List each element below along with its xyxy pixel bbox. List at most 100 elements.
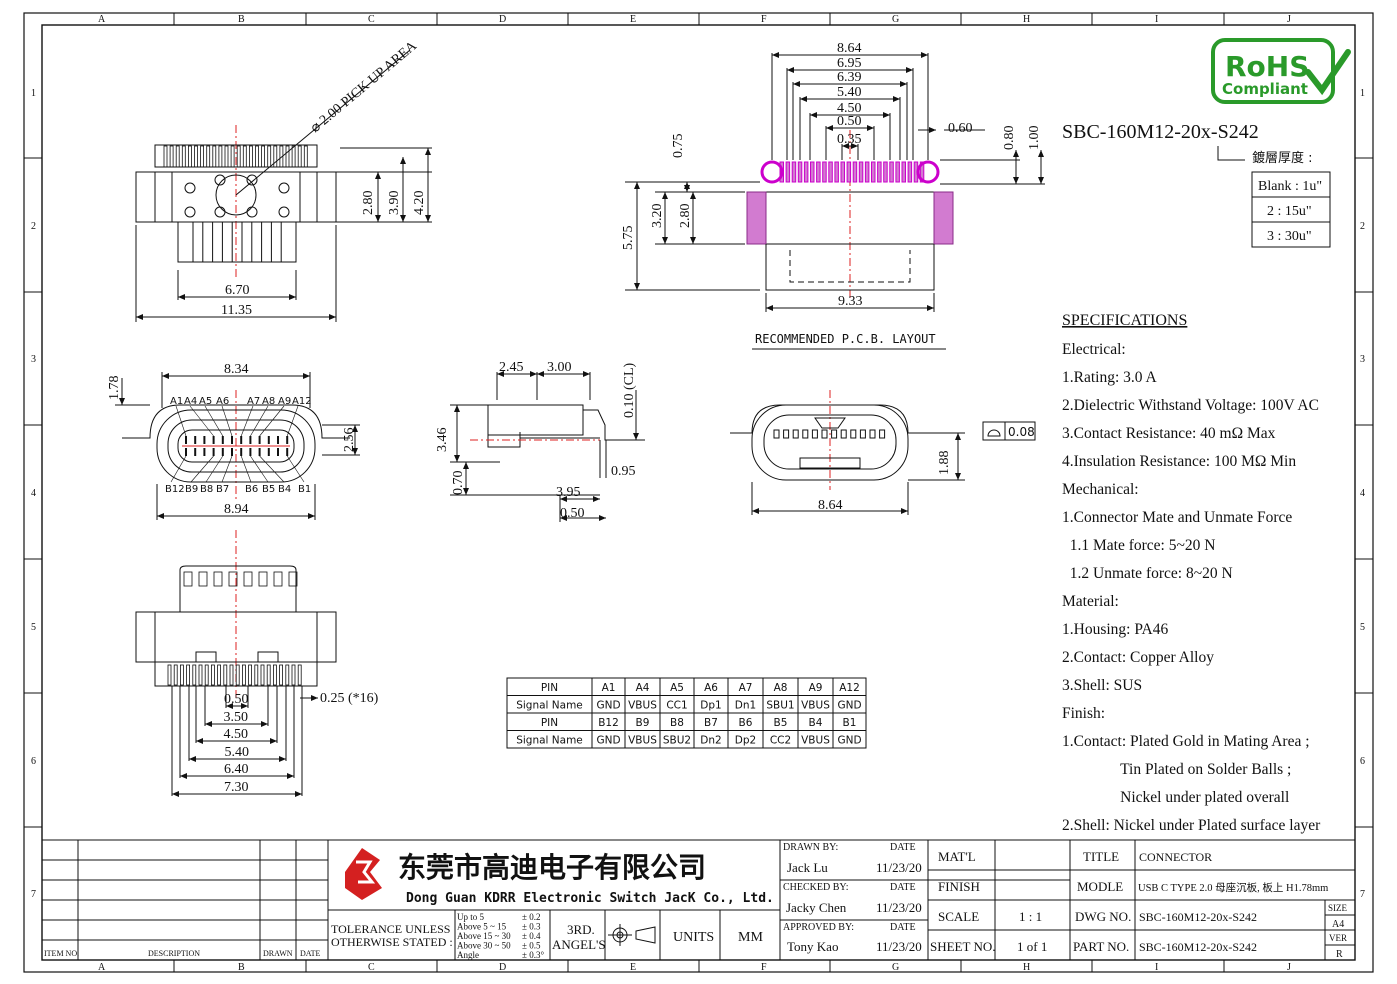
- pcb-pad: [834, 161, 839, 183]
- title-block: [42, 839, 1355, 960]
- contact-tab: [224, 145, 229, 168]
- spec-line: 2.Dielectric Withstand Voltage: 100V AC: [1062, 397, 1319, 414]
- pcb-layout-view: [625, 52, 1045, 350]
- sheet-value: 1 of 1: [1017, 939, 1047, 954]
- finish-label: FINISH: [938, 879, 980, 894]
- end-pin: [783, 429, 790, 439]
- part-value: SBC-160M12-20x-S242: [1139, 940, 1257, 954]
- projection-symbol: [608, 924, 656, 946]
- pin-table-cell: Dp1: [700, 700, 721, 712]
- contact-tab: [173, 664, 178, 686]
- drawn-by: Jack Lu: [787, 860, 828, 875]
- tolerance-label: TOLERANCE UNLESS: [331, 922, 450, 936]
- angle-label: 3RD.: [567, 922, 595, 937]
- tolerance-range: Up to 5: [457, 912, 485, 922]
- pcb-pad: [846, 161, 852, 183]
- specs-heading: SPECIFICATIONS: [1062, 312, 1187, 329]
- contact-tab: [200, 145, 205, 168]
- end-pin: [840, 429, 847, 439]
- end-pin: [869, 429, 876, 439]
- frame-row-label: 7: [1360, 889, 1365, 900]
- pin-label-bottom: B5: [262, 484, 275, 495]
- top-contact: [183, 571, 193, 587]
- pin-table-cell: GND: [837, 700, 861, 712]
- pin-table-cell: B1: [843, 717, 857, 729]
- contact-tab: [242, 145, 247, 168]
- frame-row-label: 2: [1360, 221, 1365, 232]
- pin-label-bottom: B6: [245, 484, 258, 495]
- pin-label-top: A4: [184, 396, 197, 407]
- contact-tab: [187, 145, 192, 168]
- ver-label: VER: [1329, 933, 1347, 943]
- contact-tab: [167, 664, 172, 686]
- dim-2-80-b: 2.80: [678, 204, 693, 229]
- end-pin: [773, 429, 780, 439]
- dim-5-75: 5.75: [621, 226, 636, 251]
- end-view: [730, 390, 1036, 515]
- contact-tab: [223, 664, 228, 686]
- pin-table-cell: B7: [704, 717, 718, 729]
- company-name-cn: 东莞市高迪电子有限公司: [398, 851, 706, 884]
- frame-row-label: 5: [1360, 622, 1365, 633]
- pin-table-cell: B9: [636, 717, 650, 729]
- frame-row-label: 6: [1360, 756, 1365, 767]
- dim-3-90: 3.90: [387, 191, 402, 216]
- pcb-pad: [919, 161, 925, 183]
- pickup-area-label: ⌀ 2.00 PICK UP AREA: [308, 38, 421, 136]
- angle-label-2: ANGEL'S: [552, 937, 606, 952]
- top-contact: [198, 571, 208, 587]
- dim-6-70: 6.70: [225, 283, 250, 298]
- size-value: A4: [1332, 919, 1344, 930]
- pcb-pad: [828, 161, 833, 183]
- dim-1-88: 1.88: [937, 451, 952, 476]
- matl-label: MAT'L: [938, 849, 976, 864]
- contact-tab: [236, 145, 241, 168]
- plating-option: Blank : 1u": [1258, 179, 1322, 194]
- bottom-width-dim: 3.50: [224, 710, 249, 725]
- contact-tab: [241, 664, 246, 686]
- frame-row-label: 4: [31, 488, 36, 499]
- date-label: DATE: [890, 922, 916, 933]
- pcb-pad: [877, 161, 882, 183]
- size-label: SIZE: [1328, 903, 1348, 913]
- pin-table-cell: Signal Name: [516, 735, 583, 747]
- frame-col-label: B: [238, 962, 245, 973]
- pcb-pad: [840, 161, 845, 183]
- dwg-value: SBC-160M12-20x-S242: [1139, 910, 1257, 924]
- pcb-pad: [864, 161, 870, 183]
- svg-text:Compliant: Compliant: [1222, 80, 1308, 98]
- contact-tab: [229, 664, 234, 686]
- contact-tab: [206, 145, 211, 168]
- end-pin: [879, 429, 886, 439]
- contact-tab: [272, 664, 277, 686]
- tolerance-range: Above 30 ~ 50: [457, 941, 511, 951]
- pin-table-cell: VBUS: [628, 700, 657, 712]
- frame-col-label: F: [761, 14, 767, 25]
- pcb-pad: [785, 161, 791, 183]
- frame-col-label: C: [368, 962, 375, 973]
- pin-table-cell: CC1: [666, 700, 687, 712]
- contact-tab: [291, 145, 296, 168]
- plating-option: 2 : 15u": [1267, 204, 1312, 219]
- pin-table-cell: CC2: [770, 735, 791, 747]
- dim-8-64-end: 8.64: [818, 498, 843, 513]
- end-pin: [850, 429, 857, 439]
- spec-line: 1.Rating: 3.0 A: [1062, 369, 1158, 386]
- dim-1-00: 1.00: [1027, 126, 1042, 151]
- rev-header: ITEM NO.: [44, 949, 79, 958]
- contact-tab: [218, 145, 223, 168]
- units-value: MM: [738, 930, 763, 945]
- dim-0-80: 0.80: [1002, 126, 1017, 151]
- tolerance-range: Above 5 ~ 15: [457, 922, 507, 932]
- sheet-label: SHEET NO.: [930, 939, 995, 954]
- dim-8-94: 8.94: [224, 502, 249, 517]
- frame-row-label: 3: [1360, 354, 1365, 365]
- dim-0-95: 0.95: [611, 464, 636, 479]
- svg-text:RoHS: RoHS: [1225, 50, 1309, 83]
- pcb-pad: [803, 161, 809, 183]
- pin-table-cell: A8: [774, 682, 788, 694]
- model-label: MODLE: [1077, 879, 1123, 894]
- dim-2-80: 2.80: [361, 191, 376, 216]
- scale-value: 1 : 1: [1019, 909, 1042, 924]
- plating-label: 鍍層厚度 :: [1252, 150, 1313, 166]
